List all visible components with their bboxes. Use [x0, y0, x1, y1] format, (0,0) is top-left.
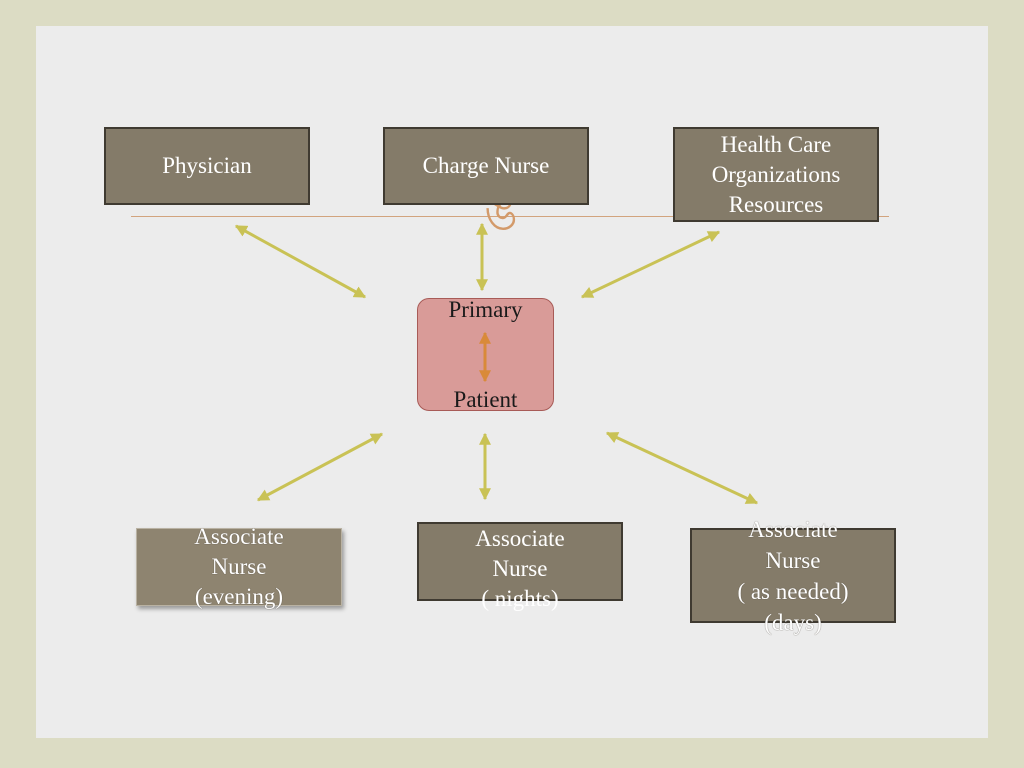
node-associate-nurse-days: Associate Nurse ( as needed) (days) — [690, 517, 896, 635]
node-physician: Physician — [104, 127, 310, 205]
primary-label: Primary — [448, 297, 523, 322]
arrow-physician-patient — [234, 224, 367, 299]
arrow-health-care-patient — [580, 230, 721, 299]
node-health-care-organizations: Health Care Organizations Resources — [673, 127, 879, 222]
node-associate-nurse-nights: Associate Nurse ( nights) — [417, 522, 623, 611]
title-divider — [131, 216, 889, 217]
arrow-patient-days — [605, 431, 759, 505]
arrow-patient-evening — [256, 432, 384, 502]
node-charge-nurse: Charge Nurse — [383, 127, 589, 205]
node-associate-nurse-evening: Associate Nurse (evening) — [136, 524, 342, 609]
patient-label: Patient — [453, 387, 518, 412]
